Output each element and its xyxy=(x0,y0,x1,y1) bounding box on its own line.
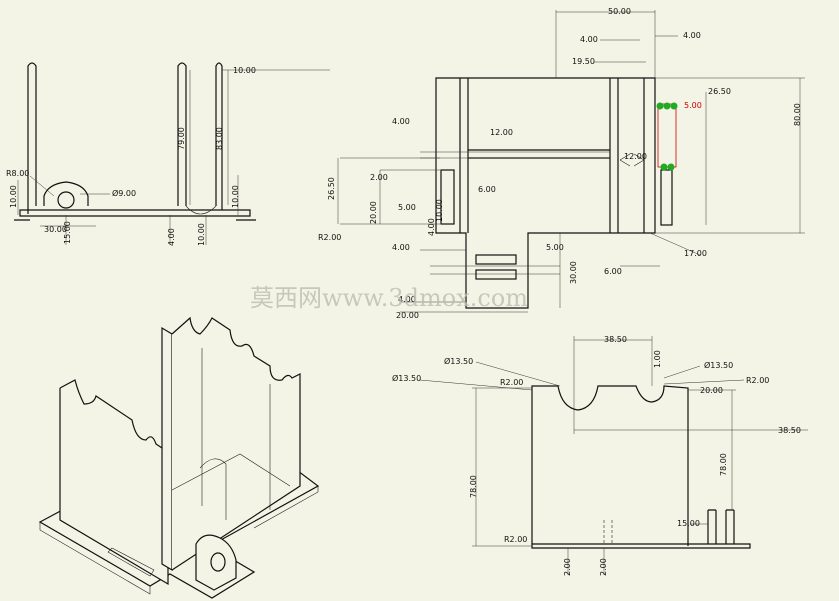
watermark: 莫西网www.3dmox.com xyxy=(250,284,528,312)
front-boss-height: 15.00 xyxy=(63,221,72,244)
top-radius-r2: R2.00 xyxy=(318,233,341,242)
green-marker-icon xyxy=(656,102,678,171)
top-width-50: 50.00 xyxy=(608,7,631,16)
side-radius-b: R2.00 xyxy=(504,535,527,544)
side-view: 38.50 Ø13.50 1.00 Ø13.50 Ø13.50 R2.00 R2… xyxy=(392,335,808,576)
side-hole-c: Ø13.50 xyxy=(392,373,421,383)
side-dim-2b: 2.00 xyxy=(599,558,608,576)
side-dim-1: 1.00 xyxy=(653,350,662,368)
front-view: 10.00 R8.00 Ø9.00 10.00 30.00 15.00 4.00… xyxy=(6,62,330,246)
top-dim-4-left: 4.00 xyxy=(392,117,410,126)
side-dim-20: 20.00 xyxy=(700,386,723,395)
front-left-height: 10.00 xyxy=(9,185,18,208)
front-thickness: 4.00 xyxy=(167,228,176,246)
side-hole-d: R2.00 xyxy=(746,376,769,385)
side-dim-38-5-right: 38.50 xyxy=(778,426,801,435)
top-dim-26-5-left: 26.50 xyxy=(327,177,336,200)
top-dim-5: 5.00 xyxy=(398,203,416,212)
front-hole-label: Ø9.00 xyxy=(112,188,136,198)
side-hole-b: Ø13.50 xyxy=(704,360,733,370)
top-dim-6-low: 6.00 xyxy=(604,267,622,276)
side-dim-15: 15.00 xyxy=(677,519,700,528)
top-dim-4-low: 4.00 xyxy=(392,243,410,252)
top-dim-2: 2.00 xyxy=(370,173,388,182)
top-height-80: 80.00 xyxy=(793,103,802,126)
top-dim-4a: 4.00 xyxy=(580,35,598,44)
front-radius-label: R8.00 xyxy=(6,169,29,178)
top-dim-4-bottom: 4.00 xyxy=(398,295,416,304)
top-dim-19-5: 19.50 xyxy=(572,57,595,66)
top-dim-10: 10.00 xyxy=(435,199,444,222)
top-dim-20-bottom: 20.00 xyxy=(396,311,419,320)
top-dim-12b: 12.00 xyxy=(624,152,647,161)
top-dim-5-red: 5.00 xyxy=(684,101,702,110)
front-top-dim: 10.00 xyxy=(233,66,256,75)
front-right-height: 10.00 xyxy=(231,185,240,208)
front-height-79: 79.00 xyxy=(177,127,186,150)
top-view: 50.00 4.00 4.00 19.50 26.50 5.00 80.00 4… xyxy=(318,7,805,320)
front-slot-10: 10.00 xyxy=(197,223,206,246)
side-height-78-right: 78.00 xyxy=(719,453,728,476)
top-dim-6: 6.00 xyxy=(478,185,496,194)
top-dim-5-low: 5.00 xyxy=(546,243,564,252)
top-dim-17: 17.00 xyxy=(684,249,707,258)
side-radius-a: R2.00 xyxy=(500,378,523,387)
top-dim-4-mid: 4.00 xyxy=(427,218,436,236)
side-dim-2a: 2.00 xyxy=(563,558,572,576)
side-hole-a: Ø13.50 xyxy=(444,356,473,366)
top-dim-4b: 4.00 xyxy=(683,31,701,40)
top-dim-12a: 12.00 xyxy=(490,128,513,137)
side-dim-38-5-top: 38.50 xyxy=(604,335,627,344)
front-height-83: 83.00 xyxy=(215,127,224,150)
isometric-view xyxy=(38,316,320,599)
top-dim-30: 30.00 xyxy=(569,261,578,284)
front-boss-width: 30.00 xyxy=(44,225,67,234)
top-dim-26-5: 26.50 xyxy=(708,87,731,96)
top-dim-20: 20.00 xyxy=(369,201,378,224)
side-height-78-left: 78.00 xyxy=(469,475,478,498)
